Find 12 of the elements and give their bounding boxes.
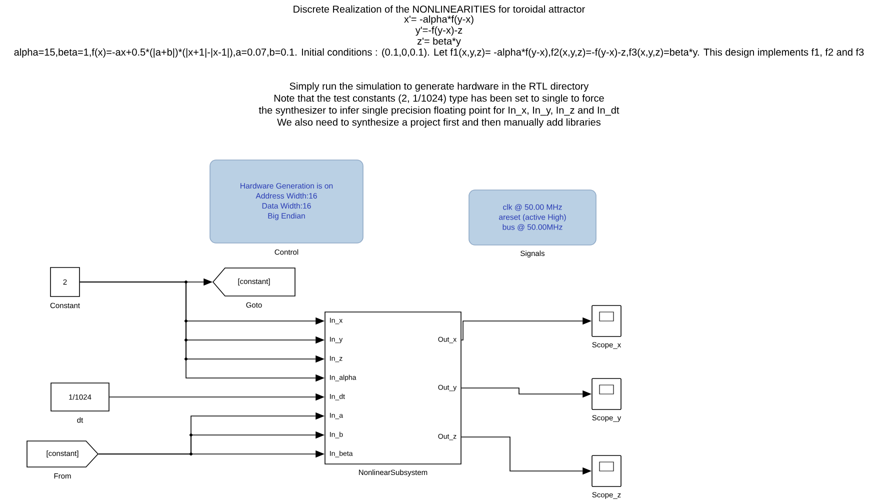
note-text: the synthesizer to infer single precision floating point for In_x, In_y, In_z and In_dt [258,106,620,116]
note-text: Simply run the simulation to generate hardware in the RTL directory [290,82,589,92]
equation-text: y'=-f(y-x)-z [415,26,462,36]
parameter-text: alpha=15,beta=1,f(x)=-ax+0.5*(|a+b|)*(|x+1|-|x-1|),a=0.07,b=0.1. Initial conditions : (0.1,0,0.1). Let f1(x,y,z)= -alpha*f(y-x),f2(x,y,z)=-f(y-x)-z,f3(x,y,z)=beta*y. This design implements f1, f2 and f3 [14,48,864,58]
equation-text: x'= -alpha*f(y-x) [404,15,474,25]
scope-block [592,378,622,410]
scope-block [592,455,622,487]
note-text: We also need to synthesize a project first and then manually add libraries [277,118,601,128]
title: Discrete Realization of the NONLINEARITIES for toroidal attractor [294,5,585,13]
note-text: Note that the test constants (2, 1/1024) type has been set to single to force [274,94,604,104]
scope-block [592,305,622,337]
equation-text: z'= beta*y [417,37,461,47]
